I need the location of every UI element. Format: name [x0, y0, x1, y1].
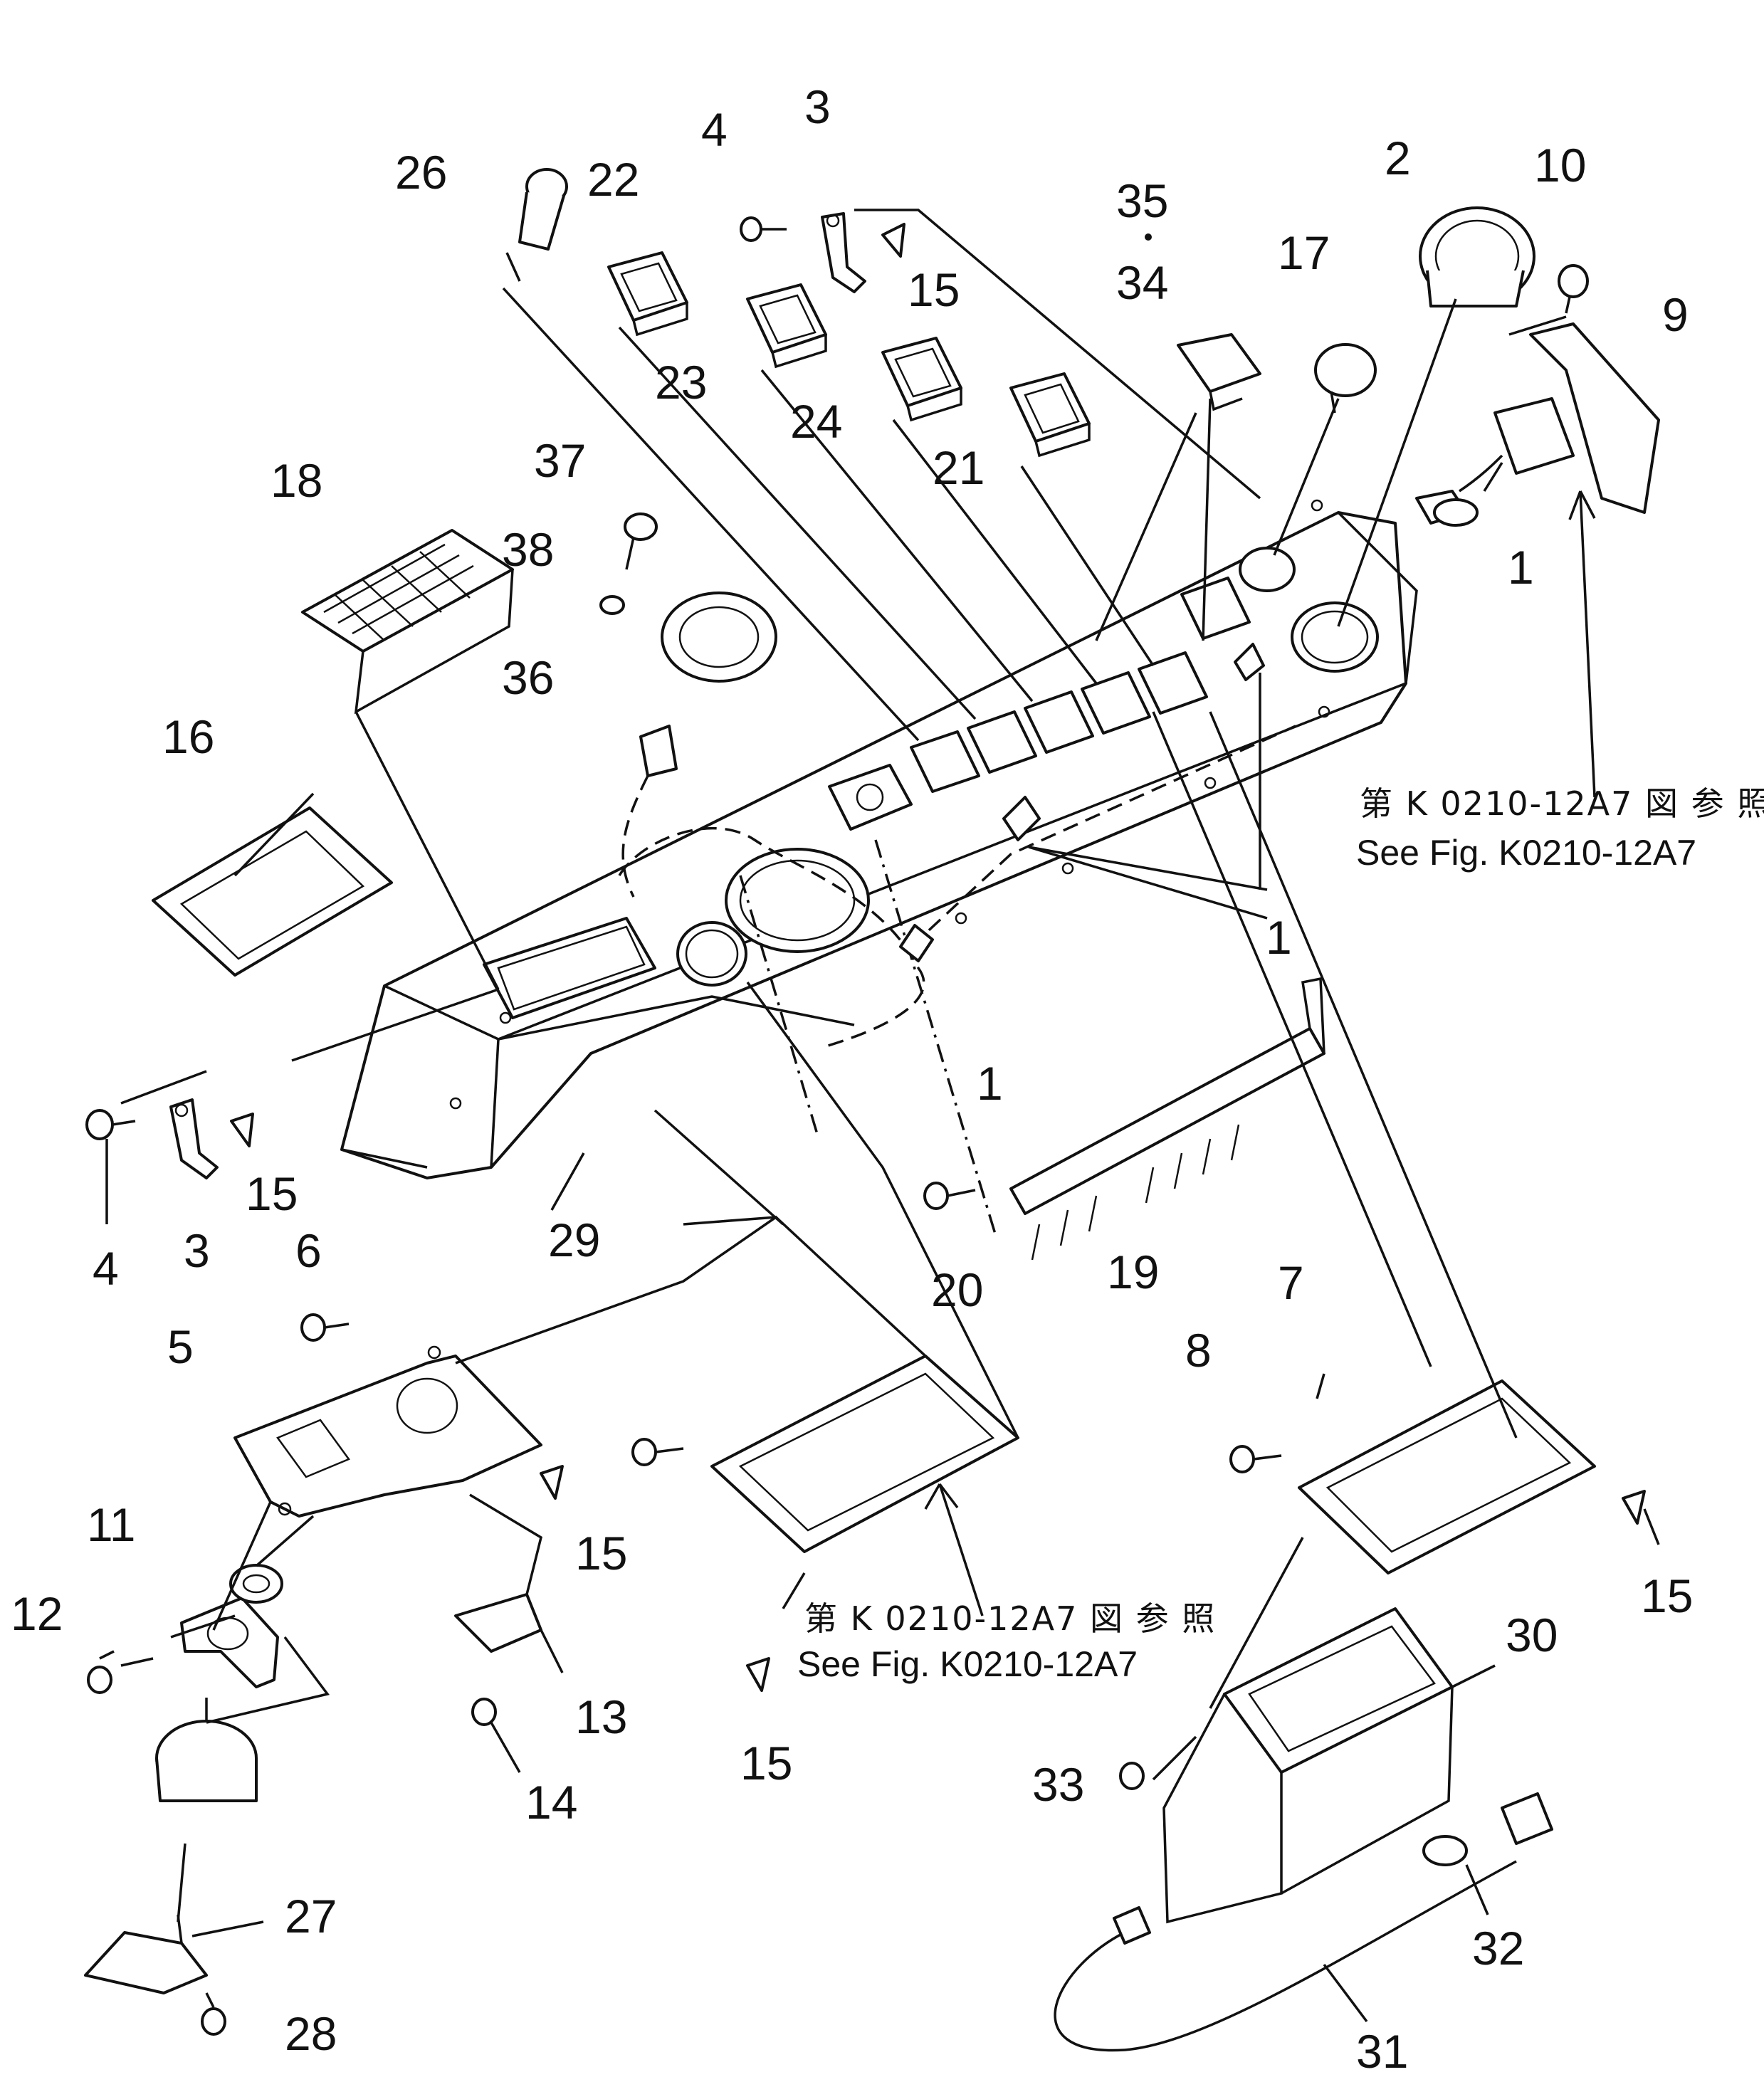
nut-part-15-center	[746, 1657, 770, 1692]
label-part-9: 9	[1662, 288, 1689, 341]
label-part-20: 20	[931, 1263, 983, 1316]
nut-part-15-top	[881, 223, 905, 258]
key-switch-body	[155, 1698, 258, 1802]
label-part-37: 37	[534, 434, 586, 487]
label-part-15a: 15	[908, 263, 960, 316]
gauge-part-36	[621, 591, 777, 898]
bracket-part-5	[233, 1345, 542, 1518]
grommet	[229, 1564, 283, 1604]
label-part-3a: 3	[804, 80, 831, 133]
switch-part-23	[746, 283, 827, 369]
frame-plate-part-7	[1298, 1379, 1596, 1574]
screw-part-4-top	[740, 216, 787, 242]
label-part-10: 10	[1534, 139, 1586, 191]
clip-part-3-top	[821, 212, 866, 293]
screw-part-20	[923, 1182, 976, 1210]
bezel-part-16	[152, 806, 393, 977]
label-part-14: 14	[525, 1776, 577, 1829]
gauge-part-2	[1419, 206, 1535, 307]
screw-part-12	[87, 1650, 115, 1694]
label-part-8: 8	[1185, 1324, 1212, 1377]
label-part-34: 34	[1116, 256, 1168, 309]
screw-part-8	[1229, 1445, 1282, 1473]
bracket-part-11	[180, 1597, 279, 1688]
label-part-12: 12	[11, 1587, 63, 1640]
label-part-3b: 3	[184, 1224, 210, 1277]
screw-part-28	[201, 2007, 226, 2036]
reference-note-center-en: See Fig. K0210-12A7	[797, 1644, 1138, 1684]
reference-notes: 第 K 0210-12A7 図 参 照 See Fig. K0210-12A7 …	[797, 784, 1764, 1684]
label-part-38: 38	[502, 523, 554, 576]
label-part-15e: 15	[1641, 1569, 1693, 1622]
label-part-24: 24	[790, 395, 842, 448]
nut-part-15-left	[230, 1113, 254, 1147]
harness-part-31	[1054, 1860, 1517, 2052]
frame-plate-center	[710, 1355, 1019, 1553]
label-part-1a: 1	[1508, 541, 1534, 594]
washer-part-38	[599, 595, 625, 615]
label-part-17: 17	[1278, 226, 1330, 279]
grille-part-18	[301, 529, 514, 715]
clamp-part-32	[1422, 1792, 1553, 1866]
switch-part-22	[607, 251, 688, 337]
label-part-15d: 15	[740, 1737, 792, 1789]
screw-part-4-left	[85, 1109, 136, 1140]
console-housing	[340, 490, 1468, 1239]
label-part-28: 28	[285, 2007, 337, 2060]
label-part-15c: 15	[575, 1527, 627, 1579]
bracket-part-9	[1433, 322, 1660, 527]
reference-note-top-jp: 第 K 0210-12A7 図 参 照	[1360, 784, 1764, 823]
reference-note-top-en: See Fig. K0210-12A7	[1356, 833, 1696, 873]
screw-part-37	[624, 512, 658, 570]
label-part-11: 11	[87, 1498, 136, 1551]
label-part-1c: 1	[977, 1057, 1003, 1110]
label-part-31: 31	[1356, 2025, 1408, 2077]
leader-lines	[105, 209, 1660, 2023]
label-part-6: 6	[295, 1224, 322, 1277]
label-part-32: 32	[1472, 1922, 1524, 1975]
label-part-27: 27	[285, 1890, 337, 1942]
harness-bar-part-19	[1009, 977, 1325, 1261]
label-part-36: 36	[502, 651, 554, 704]
label-part-13: 13	[575, 1690, 627, 1743]
plate-part-13	[454, 1593, 542, 1653]
label-part-30: 30	[1506, 1609, 1558, 1661]
label-dot-34-35	[1145, 233, 1152, 241]
label-part-33: 33	[1032, 1758, 1084, 1811]
nut-part-15-mid	[540, 1465, 564, 1500]
label-part-4a: 4	[701, 103, 728, 156]
nut-part-15-right	[1622, 1490, 1646, 1525]
bracket-part-27	[84, 1914, 208, 1994]
label-part-4b: 4	[93, 1242, 119, 1295]
switch-part-21	[1009, 372, 1091, 458]
screw-frame-center	[631, 1438, 684, 1466]
label-part-15b: 15	[246, 1167, 298, 1220]
label-part-19: 19	[1107, 1246, 1159, 1298]
screw-part-33	[1119, 1762, 1145, 1790]
label-part-26: 26	[395, 146, 447, 199]
screw-part-6	[300, 1313, 350, 1342]
label-part-1b: 1	[1266, 911, 1292, 964]
cover-part-34	[1177, 333, 1261, 411]
part-number-labels: 1 1 1 2 3 3 4 4 5 6 7 8 9 10 11 12 13 14…	[11, 80, 1693, 2077]
controller-part-30	[1162, 1607, 1454, 1924]
screw-part-10	[1558, 264, 1589, 314]
label-part-18: 18	[271, 454, 322, 507]
label-part-16: 16	[162, 710, 214, 763]
switch-part-24	[881, 337, 962, 422]
label-part-7: 7	[1278, 1256, 1304, 1309]
label-part-22: 22	[587, 153, 639, 206]
lighter-part-26	[505, 168, 568, 282]
label-part-23: 23	[655, 356, 707, 409]
label-part-35: 35	[1116, 174, 1168, 227]
screw-part-14	[471, 1698, 497, 1726]
clip-part-3-left	[169, 1098, 219, 1179]
label-part-29: 29	[548, 1214, 600, 1266]
reference-note-center-jp: 第 K 0210-12A7 図 参 照	[804, 1599, 1216, 1638]
label-part-5: 5	[167, 1320, 194, 1373]
label-part-2: 2	[1385, 132, 1411, 184]
label-part-21: 21	[933, 441, 985, 494]
button-part-17	[1314, 343, 1377, 414]
